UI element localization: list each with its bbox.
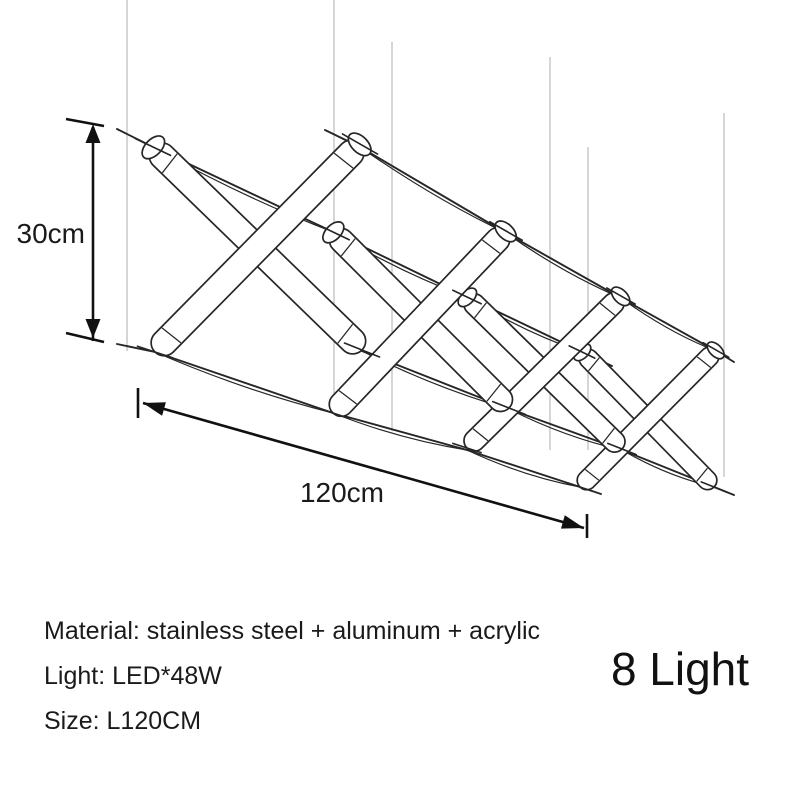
tube-rim <box>602 427 615 444</box>
rail-through-bottom-cap <box>491 400 527 416</box>
rail-through-caps <box>134 133 730 493</box>
tube-rim <box>481 239 501 254</box>
rail-through-top-cap <box>134 137 172 157</box>
rail-edge-line <box>466 449 581 488</box>
rail-edge-line <box>620 297 717 352</box>
rail-through-bottom-cap <box>136 345 174 359</box>
tube-rim <box>584 469 600 481</box>
height-dimension-arrowhead <box>85 319 101 338</box>
spec-material: Material: stainless steel + aluminum + a… <box>44 617 541 645</box>
length-dimension-label: 120cm <box>300 477 384 508</box>
height-dimension-tick <box>65 331 105 344</box>
tube-rim <box>486 383 502 402</box>
rail-through-top-cap <box>568 345 596 359</box>
tube-rim <box>588 357 600 372</box>
rail-through-top-cap <box>488 220 524 242</box>
tube-rim <box>333 152 354 169</box>
rail-edge-line <box>505 232 622 299</box>
led-tubes <box>141 132 725 491</box>
tube-rim <box>161 327 182 344</box>
tube-rim <box>337 323 354 344</box>
length-dimension-line <box>142 401 585 530</box>
tube-rim <box>338 390 358 405</box>
tube-rim <box>161 153 178 174</box>
rail-through-bottom-cap <box>343 342 381 358</box>
rail-through-bottom-cap <box>700 481 728 493</box>
tube-rim <box>472 428 489 442</box>
rail-through-top-cap <box>606 287 636 305</box>
dimension-arrows <box>65 117 589 538</box>
spec-light: Light: LED*48W <box>44 662 222 690</box>
suspension-wires <box>126 0 725 477</box>
height-dimension-tick <box>65 117 105 128</box>
height-dimension-arrowhead <box>85 124 101 143</box>
length-dimension-arrowhead <box>561 515 584 529</box>
tube-rim <box>340 238 356 257</box>
rail-through-top-cap <box>452 289 482 305</box>
tube-rim <box>696 356 712 368</box>
tube-rim <box>474 302 487 319</box>
tube-rim <box>599 302 616 316</box>
variant-label: 8 Light <box>610 643 750 695</box>
tube-rim <box>696 467 708 482</box>
height-dimension-label: 30cm <box>17 218 85 249</box>
spec-size: Size: L120CM <box>44 707 202 735</box>
rail-edge-line <box>359 146 507 234</box>
rail-edge-line <box>154 351 334 414</box>
rail-through-top-cap <box>702 341 730 359</box>
rail-through-bottom-cap <box>607 442 637 456</box>
rail-through-top-cap <box>341 133 379 155</box>
rail-through-bottom-cap <box>566 481 594 493</box>
rail-through-bottom-cap <box>315 406 351 420</box>
rail-through-top-cap <box>315 223 351 241</box>
length-dimension-arrowhead <box>143 402 166 416</box>
spec-block: Material: stainless steel + aluminum + a… <box>44 609 540 744</box>
rail-through-bottom-cap <box>452 442 482 454</box>
